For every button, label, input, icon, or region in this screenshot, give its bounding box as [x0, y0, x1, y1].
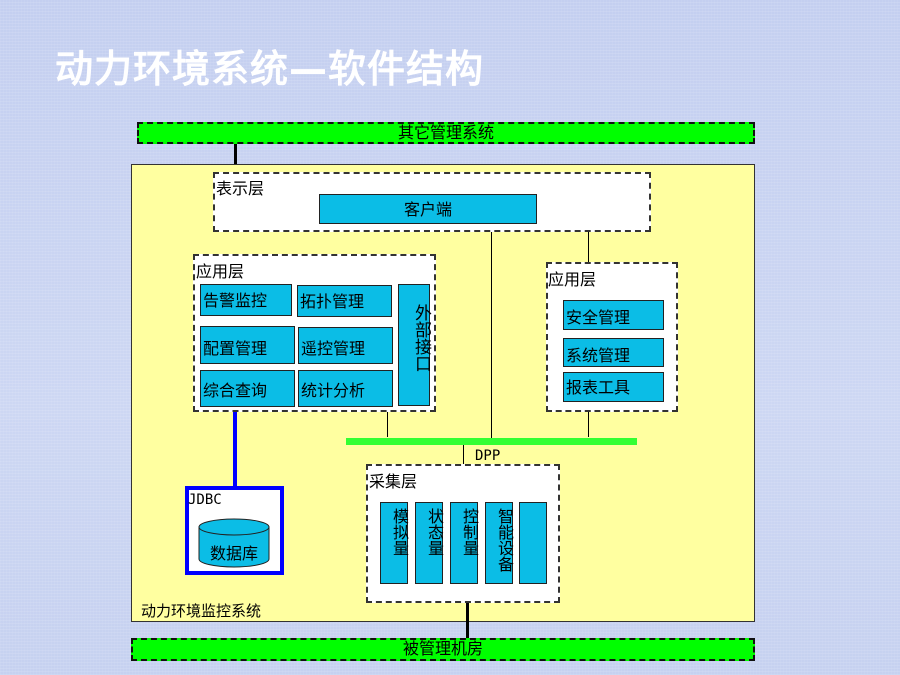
collection-status: 状态量 — [415, 502, 444, 584]
presentation-layer-label: 表示层 — [216, 179, 265, 198]
module-external-interface: 外部接口 — [398, 284, 431, 406]
module-security-management: 安全管理 — [563, 300, 664, 330]
database-label: 数据库 — [210, 544, 259, 563]
dpp-bus — [346, 438, 637, 445]
collection-control: 控制量 — [450, 502, 479, 584]
page-title: 动力环境系统—软件结构 — [55, 47, 485, 91]
client-module: 客户端 — [319, 194, 537, 224]
connector-top — [234, 144, 237, 165]
collection-extra-slot — [519, 502, 547, 584]
module-configuration-management: 配置管理 — [200, 326, 295, 364]
app-layer-left-label: 应用层 — [196, 262, 245, 281]
module-topology-management: 拓扑管理 — [297, 285, 392, 317]
connector-right-app-dpp — [588, 412, 589, 437]
connector-left-app-dpp — [387, 412, 388, 437]
connector-presentation-right-app — [588, 232, 589, 264]
dpp-label: DPP — [475, 448, 501, 464]
connector-app-jdbc — [233, 412, 237, 487]
module-integrated-query: 综合查询 — [200, 370, 295, 407]
connector-bottom — [466, 603, 469, 638]
collection-smart-device: 智能设备 — [485, 502, 514, 584]
connector-presentation-dpp — [491, 232, 492, 440]
module-report-tools: 报表工具 — [563, 372, 664, 402]
app-layer-right-label: 应用层 — [548, 270, 597, 289]
main-panel-label: 动力环境监控系统 — [141, 602, 262, 620]
collection-layer-label: 采集层 — [369, 472, 418, 491]
module-alarm-monitor: 告警监控 — [200, 284, 292, 316]
database-icon — [198, 518, 270, 568]
connector-dpp-collection — [463, 445, 464, 465]
managed-room-bar: 被管理机房 — [131, 638, 755, 661]
module-remote-control-management: 遥控管理 — [298, 327, 393, 364]
module-system-management: 系统管理 — [563, 338, 664, 367]
other-management-system-bar: 其它管理系统 — [137, 122, 755, 144]
collection-analog: 模拟量 — [380, 502, 409, 584]
jdbc-label: JDBC — [188, 492, 222, 508]
module-statistical-analysis: 统计分析 — [298, 370, 393, 407]
